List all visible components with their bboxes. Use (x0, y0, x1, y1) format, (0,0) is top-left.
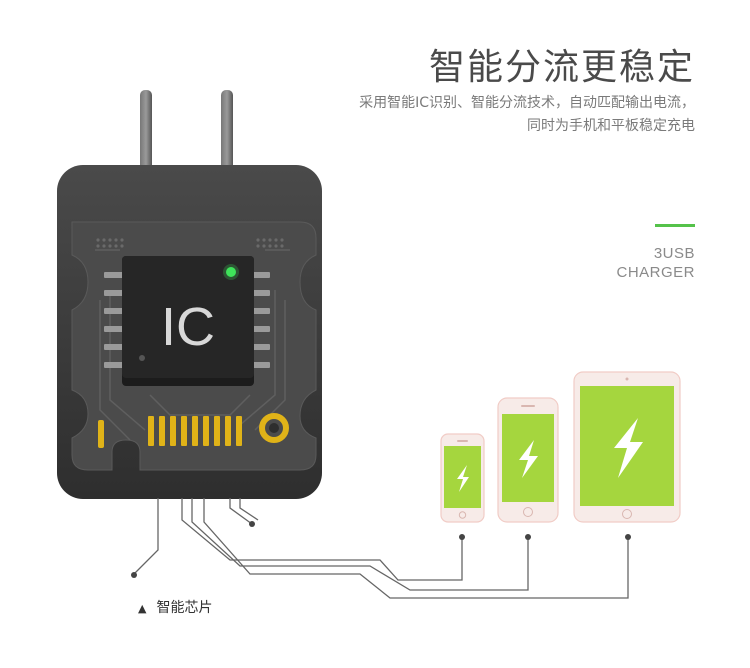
charger-tag-line-1: 3USB (653, 245, 695, 262)
description-line-1: 采用智能IC识别、智能分流技术，自动匹配输出电流， (359, 95, 695, 111)
connector-lines (133, 498, 629, 599)
led-indicator (226, 267, 236, 277)
gold-contacts (98, 416, 242, 448)
lightning-bolt-icon (519, 440, 538, 478)
chip-caption: ▲ 智能芯片 (138, 597, 212, 617)
charger-tag-line-2: CHARGER (616, 264, 695, 281)
triangle-up-icon: ▲ (138, 602, 147, 615)
lightning-bolt-icon (457, 465, 469, 492)
chip-caption-text: 智能芯片 (156, 600, 213, 616)
headline: 智能分流更稳定 (428, 47, 695, 88)
description-line-2: 同时为手机和平板稳定充电 (527, 118, 695, 134)
device-phone-large (497, 397, 559, 523)
plug-prongs (140, 90, 233, 172)
charger-tag: 3USB CHARGER (616, 244, 695, 282)
ic-chip: IC (104, 256, 270, 386)
description: 采用智能IC识别、智能分流技术，自动匹配输出电流， 同时为手机和平板稳定充电 (359, 92, 695, 138)
accent-bar (655, 224, 695, 227)
lightning-bolt-icon (614, 418, 643, 478)
device-phone-small (440, 433, 485, 523)
ic-label: IC (161, 297, 215, 357)
device-tablet (573, 371, 681, 523)
